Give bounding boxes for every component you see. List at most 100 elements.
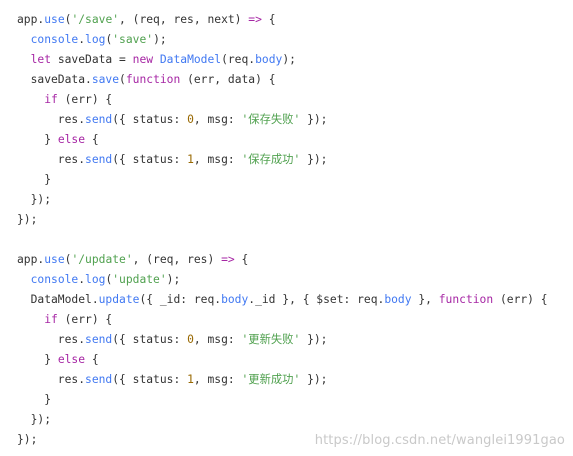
code-token: send	[85, 373, 113, 386]
code-token: (	[64, 253, 72, 266]
code-token: }	[17, 353, 58, 366]
code-line: res.send({ status: 0, msg: '保存失败' });	[17, 110, 573, 130]
code-token: {	[85, 133, 99, 146]
code-token: body	[255, 53, 283, 66]
code-token: });	[300, 333, 328, 346]
code-token: '更新成功'	[241, 373, 301, 386]
code-token: , (req, res)	[132, 253, 222, 266]
code-token: }	[17, 133, 58, 146]
code-token: let	[30, 53, 52, 66]
code-token: update	[98, 293, 140, 306]
code-token: ({ status:	[112, 153, 188, 166]
code-token: 0	[187, 113, 194, 126]
code-token: }	[17, 173, 52, 186]
code-line: res.send({ status: 1, msg: '更新成功' });	[17, 370, 573, 390]
code-lines: app.use('/save', (req, res, next) => { c…	[17, 10, 573, 450]
code-token: (	[105, 273, 113, 286]
code-line: });	[17, 190, 573, 210]
code-token: use	[44, 13, 65, 26]
code-line: console.log('update');	[17, 270, 573, 290]
code-token: (req.	[221, 53, 256, 66]
code-token: '更新失败'	[241, 333, 301, 346]
code-token: {	[85, 353, 99, 366]
code-token: res.	[17, 153, 86, 166]
code-token: DataModel	[159, 53, 222, 66]
code-token	[17, 273, 31, 286]
code-token: {	[234, 253, 249, 266]
code-line: }	[17, 170, 573, 190]
code-line: res.send({ status: 1, msg: '保存成功' });	[17, 150, 573, 170]
code-token: (	[105, 33, 113, 46]
code-line: let saveData = new DataModel(req.body);	[17, 50, 573, 70]
code-token: body	[221, 293, 249, 306]
code-token: else	[57, 133, 86, 146]
code-token: });	[17, 433, 38, 446]
code-token	[17, 313, 44, 326]
code-token: log	[85, 273, 106, 286]
code-token: body	[384, 293, 412, 306]
code-token: });	[17, 213, 38, 226]
code-token: (	[119, 73, 126, 86]
code-line: });	[17, 210, 573, 230]
code-line: });	[17, 430, 573, 450]
code-token: (	[64, 13, 72, 26]
code-line: if (err) {	[17, 90, 573, 110]
code-token: });	[300, 373, 328, 386]
code-token: );	[166, 273, 181, 286]
code-line: } else {	[17, 130, 573, 150]
code-token: , msg:	[193, 153, 242, 166]
code-token: );	[282, 53, 296, 66]
code-token: function	[438, 293, 494, 306]
code-token	[17, 93, 44, 106]
code-token: (err) {	[57, 93, 113, 106]
code-token: DataModel.	[17, 293, 99, 306]
code-token: '保存成功'	[241, 153, 301, 166]
code-line: });	[17, 410, 573, 430]
code-token: console	[30, 33, 79, 46]
watermark: https://blog.csdn.net/wanglei1991gao	[314, 433, 565, 448]
code-line: } else {	[17, 350, 573, 370]
code-token: .	[78, 273, 86, 286]
code-token: 0	[187, 333, 194, 346]
code-token: , msg:	[193, 333, 242, 346]
code-line: res.send({ status: 0, msg: '更新失败' });	[17, 330, 573, 350]
code-line: }	[17, 390, 573, 410]
code-token: saveData =	[51, 53, 133, 66]
code-token: );	[153, 33, 167, 46]
code-token: });	[17, 413, 52, 426]
code-token: function	[125, 73, 181, 86]
code-token: , msg:	[193, 113, 242, 126]
code-token: });	[17, 193, 52, 206]
code-line: app.use('/update', (req, res) => {	[17, 250, 573, 270]
code-line: DataModel.update({ _id: req.body._id }, …	[17, 290, 573, 310]
code-token: {	[261, 13, 276, 26]
code-token: new	[132, 53, 154, 66]
code-token: saveData.	[17, 73, 92, 86]
code-line: app.use('/save', (req, res, next) => {	[17, 10, 573, 30]
code-token: ({ status:	[112, 113, 188, 126]
code-token: log	[85, 33, 106, 46]
code-token: ({ status:	[112, 373, 188, 386]
code-token: 1	[187, 373, 194, 386]
code-token: 1	[187, 153, 194, 166]
code-token: else	[57, 353, 86, 366]
code-token: 'update'	[112, 273, 167, 286]
code-token: =>	[248, 13, 262, 26]
code-token: , (req, res, next)	[119, 13, 249, 26]
code-line: console.log('save');	[17, 30, 573, 50]
code-token	[17, 33, 31, 46]
code-token: ._id }, { $set: req.	[248, 293, 385, 306]
code-token: console	[30, 273, 79, 286]
code-token: '/save'	[71, 13, 120, 26]
code-token: app.	[17, 253, 45, 266]
code-token: });	[300, 113, 328, 126]
code-token: res.	[17, 373, 86, 386]
code-token: res.	[17, 333, 86, 346]
code-token: (err) {	[57, 313, 113, 326]
code-token: send	[85, 333, 113, 346]
code-token	[17, 53, 31, 66]
code-token: }	[17, 393, 52, 406]
code-token: ({ _id: req.	[139, 293, 222, 306]
code-line: saveData.save(function (err, data) {	[17, 70, 573, 90]
